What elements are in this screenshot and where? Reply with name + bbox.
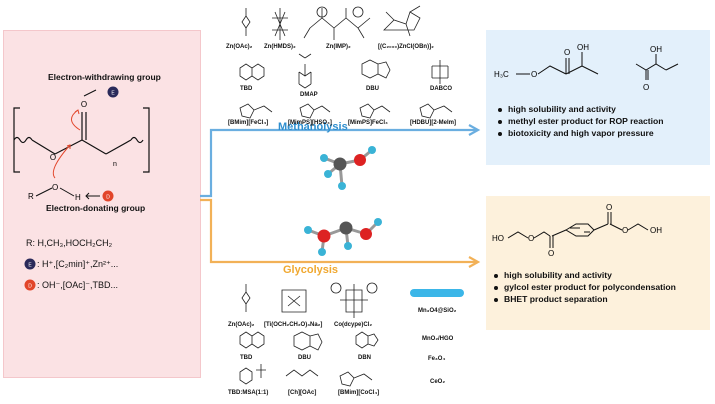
nano-catalyst-label-1: Mn₃O4@SiO₂ bbox=[418, 308, 457, 314]
meth-catalyst-label-5: TBD bbox=[240, 86, 253, 92]
ester-oxygen: O bbox=[50, 153, 56, 162]
glycolysis-product-panel bbox=[486, 196, 710, 330]
bhet-oh-label: OH bbox=[650, 226, 662, 235]
gly-catalyst-label-1: Zn(OAc)₂ bbox=[228, 322, 255, 328]
meth-catalyst-label-7: DBU bbox=[366, 86, 379, 92]
ewg-arrow bbox=[83, 89, 97, 97]
bhet-o-left-label: O bbox=[528, 234, 534, 243]
ewg-label: Electron-withdrawing group bbox=[48, 72, 161, 82]
nano-catalyst-label-4: CeO₂ bbox=[430, 379, 446, 385]
meth-catalyst-label-11: [MimPS]FeCl₄ bbox=[348, 120, 388, 126]
methanolysis-bullets: high solubility and activity methyl este… bbox=[498, 103, 664, 139]
meth-catalyst-label-1: Zn(OAc)₂ bbox=[226, 44, 253, 50]
meth-catalyst-label-10: [MimPS][HSO₄] bbox=[288, 120, 332, 126]
gly-catalyst-label-9: [BMim][CoCl₄] bbox=[338, 390, 380, 396]
gly-catalyst-label-3: Co(dcype)Cl₂ bbox=[334, 322, 373, 328]
ewg-examples: : H⁺,[C₂min]⁺,Zn²⁺... bbox=[37, 259, 119, 269]
methyl-lactate-structures: H₃C O O OH OH O bbox=[494, 43, 679, 92]
nano-catalyst-label-2: MnO₂/HGO bbox=[422, 336, 454, 342]
methanol-model bbox=[320, 146, 376, 190]
meth-catalyst-label-8: DABCO bbox=[430, 86, 452, 92]
gly-catalyst-label-5: DBU bbox=[298, 355, 311, 361]
ewg-legend-badge bbox=[24, 258, 36, 270]
ewg-badge-icon bbox=[107, 86, 119, 98]
ethylene-glycol-model bbox=[304, 218, 382, 256]
right-carbonyl-label: O bbox=[643, 83, 649, 92]
edg-label: Electron-donating group bbox=[46, 203, 146, 213]
repeat-unit-n: n bbox=[113, 161, 117, 168]
bhet-ho-label: HO bbox=[492, 234, 504, 243]
gly-catalyst-label-4: TBD bbox=[240, 355, 253, 361]
edg-badge-letter: D bbox=[106, 195, 110, 201]
glycolysis-bullet-2: gylcol ester product for polycondensatio… bbox=[494, 281, 676, 293]
ewg-legend-letter: E bbox=[28, 263, 32, 269]
alcohol-h: H bbox=[75, 193, 81, 202]
meth-catalyst-label-9: [BMim][FeCl₄] bbox=[228, 120, 269, 126]
ester-o-label: O bbox=[531, 70, 537, 79]
alcohol-r: R bbox=[28, 192, 34, 201]
carbonyl-oxygen: O bbox=[81, 100, 87, 109]
glycolysis-bullets: high solubility and activity gylcol este… bbox=[494, 269, 676, 305]
nano-rod-icon bbox=[410, 289, 464, 297]
meth-catalyst-label-12: [HDBU][2-MeIm] bbox=[410, 120, 456, 126]
carbonyl-o-label: O bbox=[564, 48, 570, 57]
methanolysis-arrow bbox=[200, 128, 476, 198]
methanolysis-bullet-2: methyl ester product for ROP reaction bbox=[498, 115, 664, 127]
glycolysis-arrow bbox=[200, 198, 476, 264]
methanolysis-title: Methanolysis bbox=[278, 121, 348, 133]
methanolysis-bullet-3: biotoxicity and high vapor pressure bbox=[498, 127, 664, 139]
methanolysis-product-panel bbox=[486, 30, 710, 165]
gly-catalyst-label-8: [Ch][OAc] bbox=[288, 390, 317, 396]
nano-catalyst-label-3: Fe₃O₄ bbox=[428, 356, 446, 362]
bhet-carbonyl-left-label: O bbox=[548, 249, 554, 258]
alcohol-o: O bbox=[52, 183, 58, 192]
mechanism-panel bbox=[3, 30, 201, 378]
gly-catalyst-label-2: [Ti(OCH₂CH₂O)₃Na₂] bbox=[264, 322, 323, 328]
edg-legend-badge bbox=[24, 279, 36, 291]
polymer-backbone bbox=[13, 107, 150, 173]
bhet-o-right-label: O bbox=[622, 226, 628, 235]
ewg-badge-letter: E bbox=[111, 91, 115, 97]
edg-examples: : OH⁻,[OAc]⁻,TBD... bbox=[37, 280, 119, 290]
gly-catalyst-label-7: TBD:MSA(1:1) bbox=[228, 390, 269, 396]
bhet-carbonyl-right-label: O bbox=[606, 203, 612, 212]
r-definition: R: H,CH₃,HOCH₂CH₂ bbox=[26, 238, 113, 248]
edg-legend-letter: D bbox=[28, 284, 32, 290]
methanolysis-bullet-1: high solubility and activity bbox=[498, 103, 664, 115]
glycolysis-title: Glycolysis bbox=[283, 264, 339, 276]
glycolysis-bullet-3: BHET product separation bbox=[494, 293, 676, 305]
meth-catalyst-label-6: DMAP bbox=[300, 92, 318, 98]
electron-push-arrow-2 bbox=[52, 144, 71, 179]
meth-catalyst-label-3: Zn(IMP)₂ bbox=[326, 44, 351, 50]
edg-badge-icon bbox=[102, 190, 114, 202]
h3c-label: H₃C bbox=[494, 70, 509, 79]
right-hydroxyl-label: OH bbox=[650, 45, 662, 54]
glycolysis-bullet-1: high solubility and activity bbox=[494, 269, 676, 281]
bhet-structure: HO O O O O OH bbox=[492, 203, 662, 258]
meth-catalyst-label-2: Zn(HMDS)₂ bbox=[264, 44, 296, 50]
meth-catalyst-label-4: [(C₂₀₀₀)ZnCl(OBn)]₂ bbox=[378, 44, 434, 50]
gly-catalyst-label-6: DBN bbox=[358, 355, 371, 361]
hydroxyl-label: OH bbox=[577, 43, 589, 52]
